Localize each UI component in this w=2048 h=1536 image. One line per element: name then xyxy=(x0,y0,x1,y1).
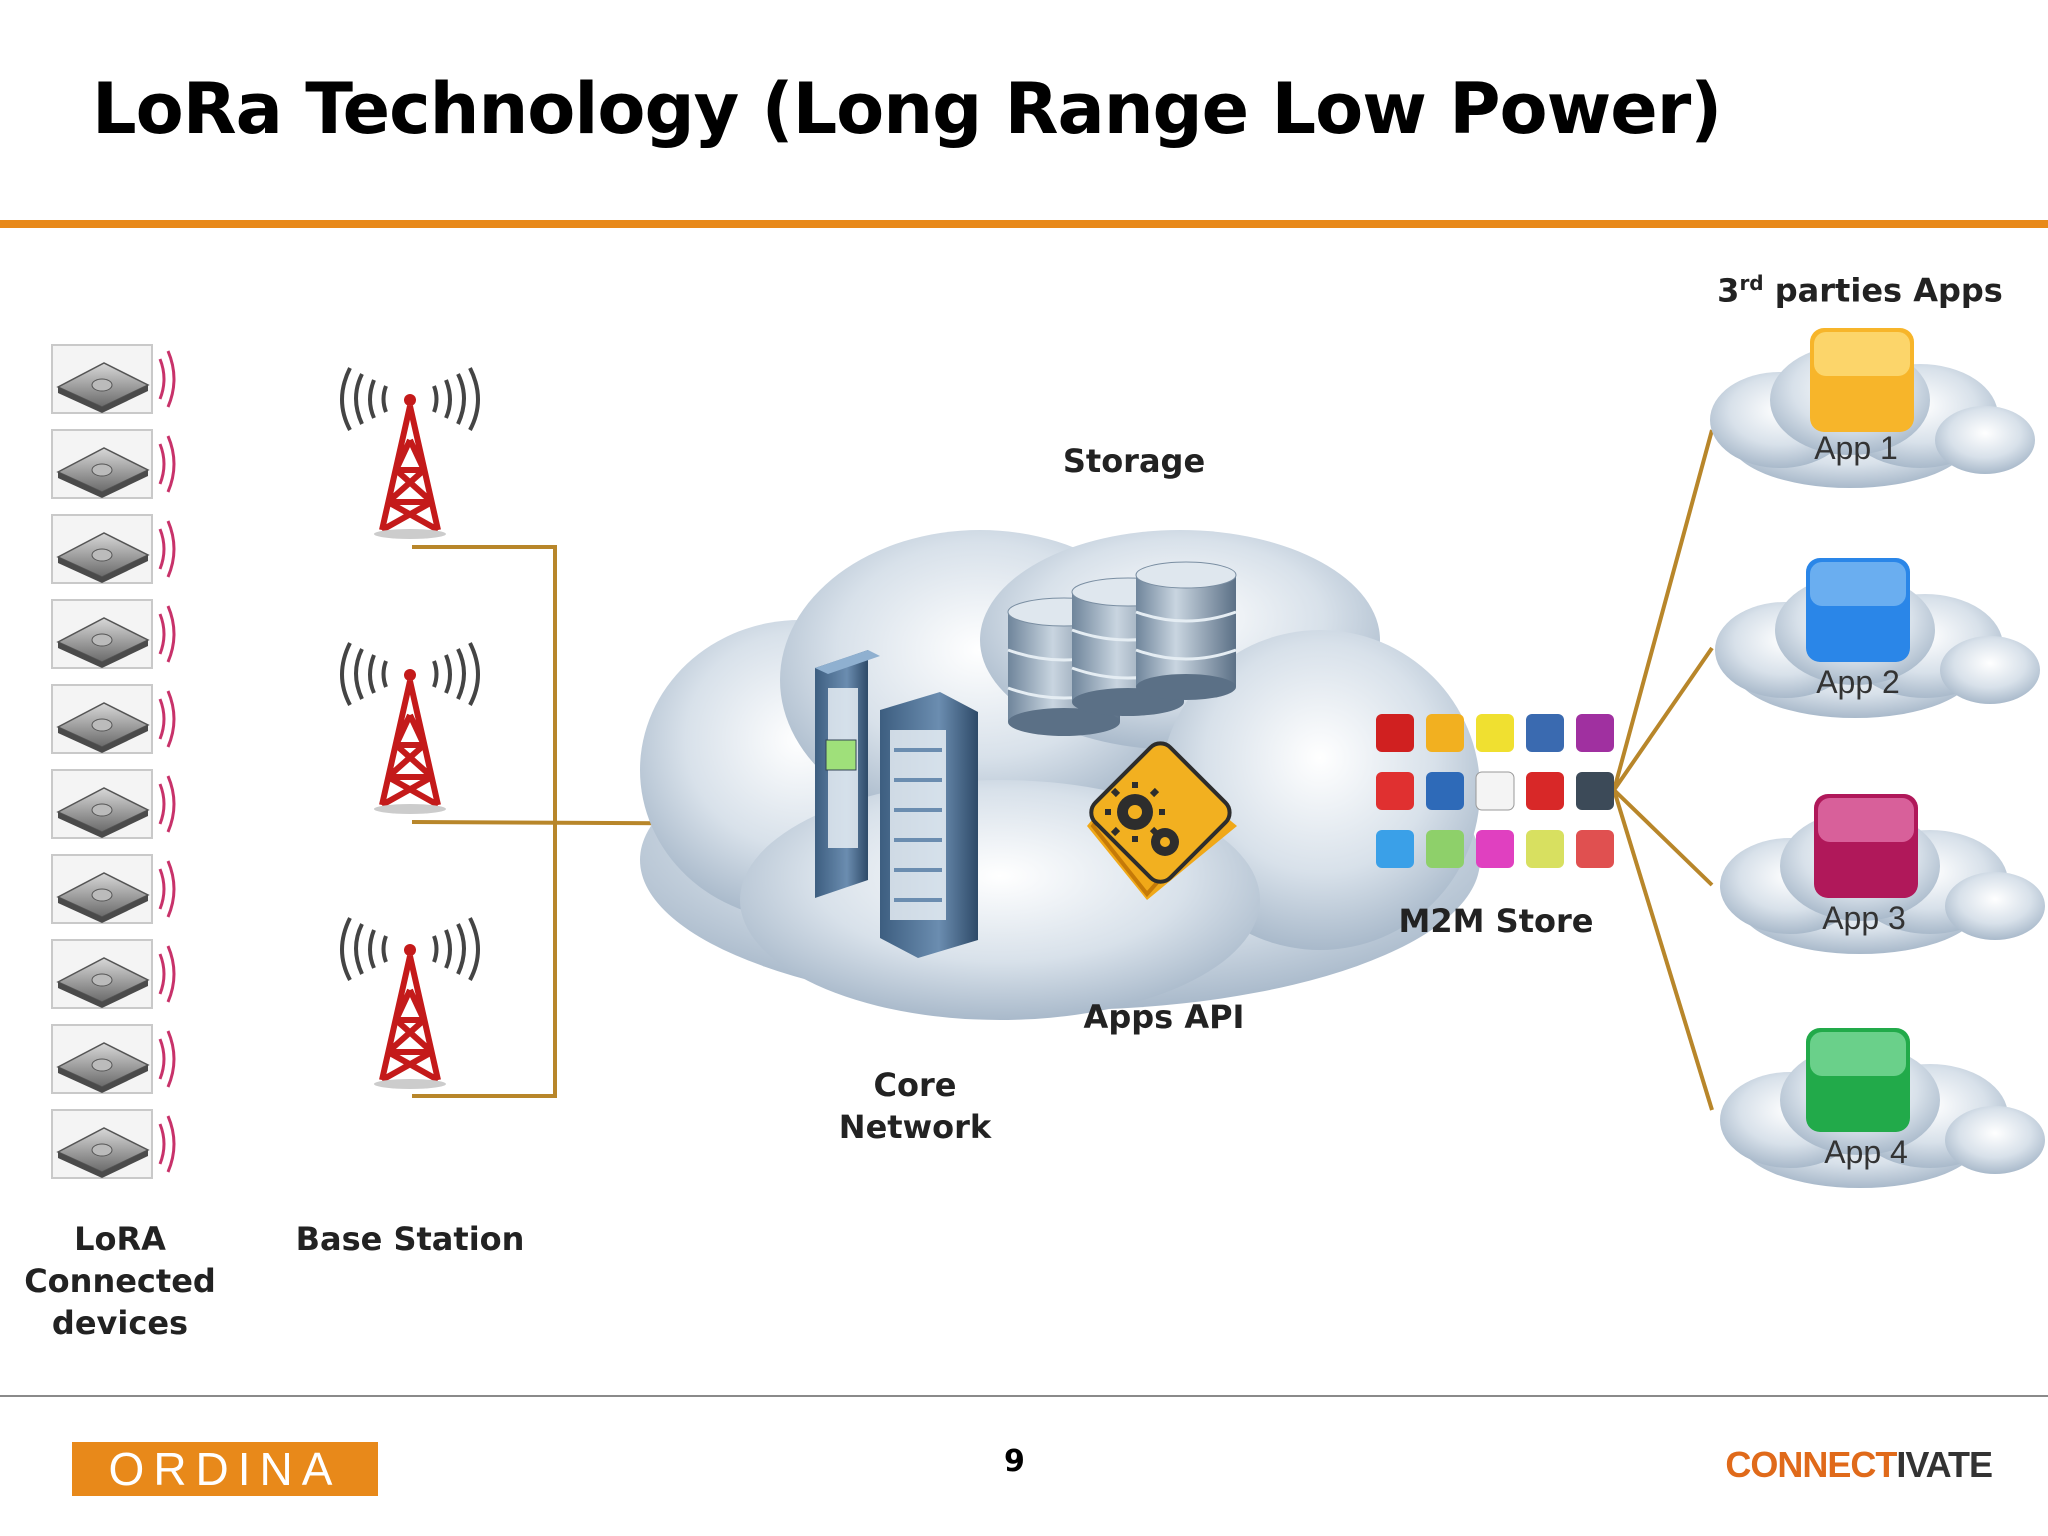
title-underline xyxy=(0,220,2048,228)
devices-label-line: Connected xyxy=(24,1262,216,1300)
base-station-towers xyxy=(342,368,478,1089)
devices-label: LoRA Connected devices xyxy=(0,1218,240,1344)
third-parties-num: 3 xyxy=(1717,271,1740,310)
ordina-logo-text: ORDINA xyxy=(108,1443,342,1495)
app-4-label: App 4 xyxy=(1824,1134,1908,1170)
m2m-store-icon-grid xyxy=(1376,714,1614,868)
storage-label: Storage xyxy=(1062,442,1206,480)
app-2-label: App 2 xyxy=(1816,664,1900,700)
slide-title: LoRa Technology (Long Range Low Power) xyxy=(92,68,1722,150)
third-parties-sup: rd xyxy=(1739,271,1764,295)
base-station-label: Base Station xyxy=(295,1220,525,1258)
core-network-label-line: Core xyxy=(873,1066,957,1104)
app-cloud-2 xyxy=(1715,558,2040,718)
core-network-label: Core Network xyxy=(795,1064,1035,1148)
storage-icon xyxy=(1007,561,1237,736)
footer-divider xyxy=(0,1395,2048,1397)
app-cloud-3 xyxy=(1720,794,2045,954)
third-parties-apps-label: 3rd parties Apps xyxy=(1680,262,2040,312)
connectivate-logo-part-a: CONNECT xyxy=(1725,1444,1897,1485)
connectivate-logo-part-b: IVATE xyxy=(1896,1444,1993,1485)
core-network-servers-icon xyxy=(815,650,978,958)
app-cloud-4 xyxy=(1720,1028,2045,1188)
devices-label-line: devices xyxy=(51,1304,189,1342)
app-3-label: App 3 xyxy=(1822,900,1906,936)
page-number: 9 xyxy=(1004,1444,1025,1479)
app-cloud-1 xyxy=(1710,328,2035,488)
third-parties-text: parties Apps xyxy=(1763,271,2003,310)
core-network-label-line: Network xyxy=(838,1108,992,1146)
ordina-logo: ORDINA xyxy=(72,1442,378,1496)
m2m-store-label: M2M Store xyxy=(1398,902,1594,940)
devices-label-line: LoRA xyxy=(74,1220,166,1258)
apps-api-gear-icon xyxy=(1087,741,1237,900)
app-1-label: App 1 xyxy=(1814,430,1898,466)
apps-api-label: Apps API xyxy=(1083,998,1245,1036)
connectivate-logo: CONNECTIVATE xyxy=(1725,1444,1993,1486)
lora-devices xyxy=(50,343,176,1180)
